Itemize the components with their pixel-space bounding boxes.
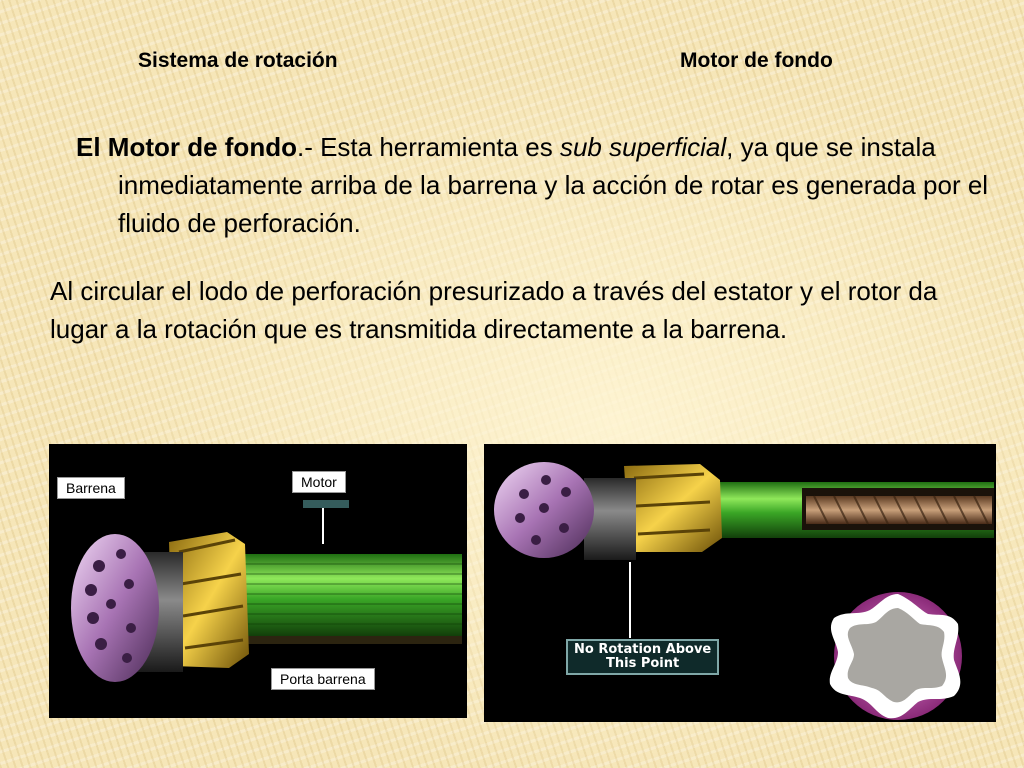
callout-no-rotation: No Rotation Above This Point bbox=[566, 639, 720, 675]
drill-motor-illustration-left: Barrena Motor Porta barrena bbox=[49, 444, 467, 718]
drill-motor-illustration-right: No Rotation Above This Point bbox=[484, 444, 996, 722]
callout-line-1: No Rotation Above bbox=[574, 642, 712, 657]
paragraph-motor-definition: El Motor de fondo.- Esta herramienta es … bbox=[76, 128, 1024, 242]
paragraph-text-a: .- Esta herramienta es bbox=[296, 132, 560, 162]
paragraph-text-b: , ya que se instala inmediatamente arrib… bbox=[118, 132, 989, 238]
heading-sistema-rotacion: Sistema de rotación bbox=[138, 49, 338, 72]
label-motor: Motor bbox=[292, 471, 346, 493]
paragraph-italic-term: sub superficial bbox=[559, 132, 727, 162]
heading-motor-fondo: Motor de fondo bbox=[680, 49, 833, 72]
label-porta-barrena: Porta barrena bbox=[271, 668, 375, 690]
motor-cutaway-drawing bbox=[494, 462, 994, 720]
paragraph-circulation: Al circular el lodo de perforación presu… bbox=[50, 276, 938, 344]
paragraph-bold-term: El Motor de fondo bbox=[76, 132, 297, 162]
label-barrena: Barrena bbox=[57, 477, 125, 499]
callout-line-2: This Point bbox=[606, 656, 680, 671]
drill-motor-drawing bbox=[71, 500, 462, 682]
